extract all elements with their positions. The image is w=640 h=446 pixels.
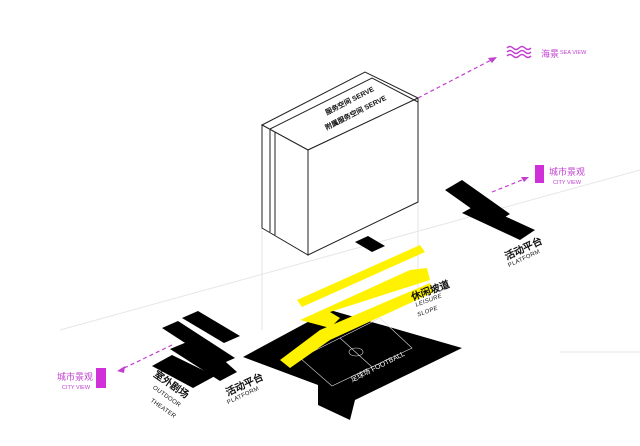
city-view-arrow-left	[119, 344, 173, 371]
football-field	[243, 310, 462, 420]
waves-icon	[506, 45, 532, 59]
building-icon	[535, 165, 544, 183]
sea-view-en: SEA VIEW	[560, 50, 587, 56]
city-view-left-en: CITY VIEW	[62, 385, 91, 391]
small-slab	[355, 236, 385, 252]
leisure-slopes	[280, 245, 434, 368]
city-view-left-cn: 城市景观	[57, 372, 94, 382]
sea-view-cn: 海景	[541, 49, 560, 59]
arrow-head-icon	[117, 366, 125, 373]
city-view-right-cn: 城市景观	[549, 167, 586, 177]
platform-left-slabs	[152, 311, 240, 388]
building-icon	[96, 368, 106, 388]
platform-right-slabs	[445, 180, 535, 240]
field-markings	[299, 317, 413, 387]
arrow-head-icon	[488, 57, 497, 63]
city-view-arrow-right	[491, 177, 528, 193]
arrow-head-icon	[521, 177, 529, 182]
sea-view-arrow	[417, 57, 496, 99]
city-view-right-en: CITY VIEW	[553, 180, 582, 186]
building-block	[260, 71, 420, 256]
